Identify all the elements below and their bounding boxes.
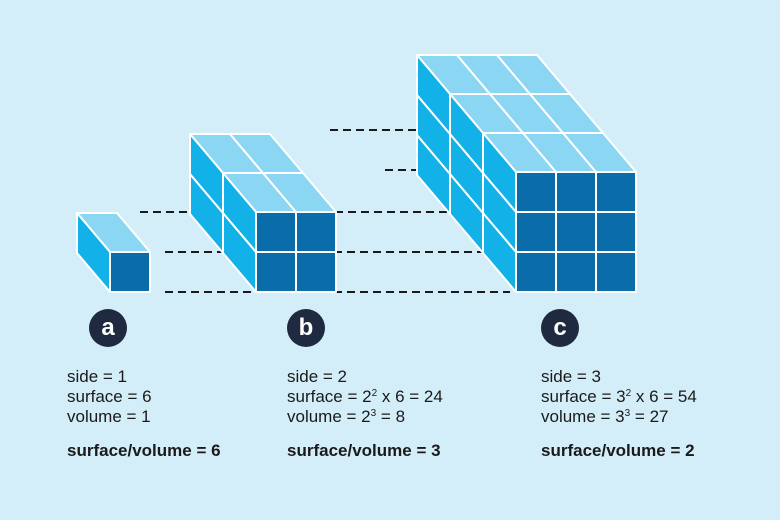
cubes <box>76 54 637 293</box>
top-face-cell <box>496 54 571 95</box>
front-face-cell <box>595 251 637 293</box>
cube-b <box>189 133 337 293</box>
front-face-cell <box>555 171 597 213</box>
volume-line: volume = 33 = 27 <box>541 407 669 426</box>
front-face-cell <box>515 171 557 213</box>
side-face-cell <box>76 212 111 293</box>
side-line: side = 3 <box>541 367 602 386</box>
ratio-line: surface/volume = 2 <box>541 441 695 460</box>
badge-b: b <box>287 309 325 347</box>
front-face-cell <box>255 211 297 253</box>
cube-c <box>416 54 637 293</box>
front-face-cell <box>555 251 597 293</box>
front-face-cell <box>515 211 557 253</box>
info-a: side = 1 surface = 6 volume = 1 surface/… <box>67 367 221 461</box>
badge-a: a <box>89 309 127 347</box>
front-face-cell <box>295 251 337 293</box>
side-line: side = 1 <box>67 367 128 386</box>
surface-line: surface = 6 <box>67 387 152 406</box>
side-line: side = 2 <box>287 367 348 386</box>
front-face-cell <box>255 251 297 293</box>
top-face-cell <box>229 133 304 174</box>
side-face-cell <box>189 133 224 214</box>
front-face-cell <box>555 211 597 253</box>
volume-line: volume = 1 <box>67 407 151 426</box>
surface-line: surface = 22 x 6 = 24 <box>287 387 443 406</box>
info-b: side = 2 surface = 22 x 6 = 24 volume = … <box>287 367 443 461</box>
front-face-cell <box>595 171 637 213</box>
badge-c: c <box>541 309 579 347</box>
surface-line: surface = 32 x 6 = 54 <box>541 387 697 406</box>
ratio-line: surface/volume = 6 <box>67 441 221 460</box>
front-face-cell <box>295 211 337 253</box>
front-face-cell <box>109 251 151 293</box>
volume-line: volume = 23 = 8 <box>287 407 406 426</box>
front-face-cell <box>595 211 637 253</box>
info-c: side = 3 surface = 32 x 6 = 54 volume = … <box>541 367 697 461</box>
front-face-cell <box>515 251 557 293</box>
ratio-line: surface/volume = 3 <box>287 441 441 460</box>
cube-a <box>76 212 151 293</box>
side-face-cell <box>416 54 451 135</box>
